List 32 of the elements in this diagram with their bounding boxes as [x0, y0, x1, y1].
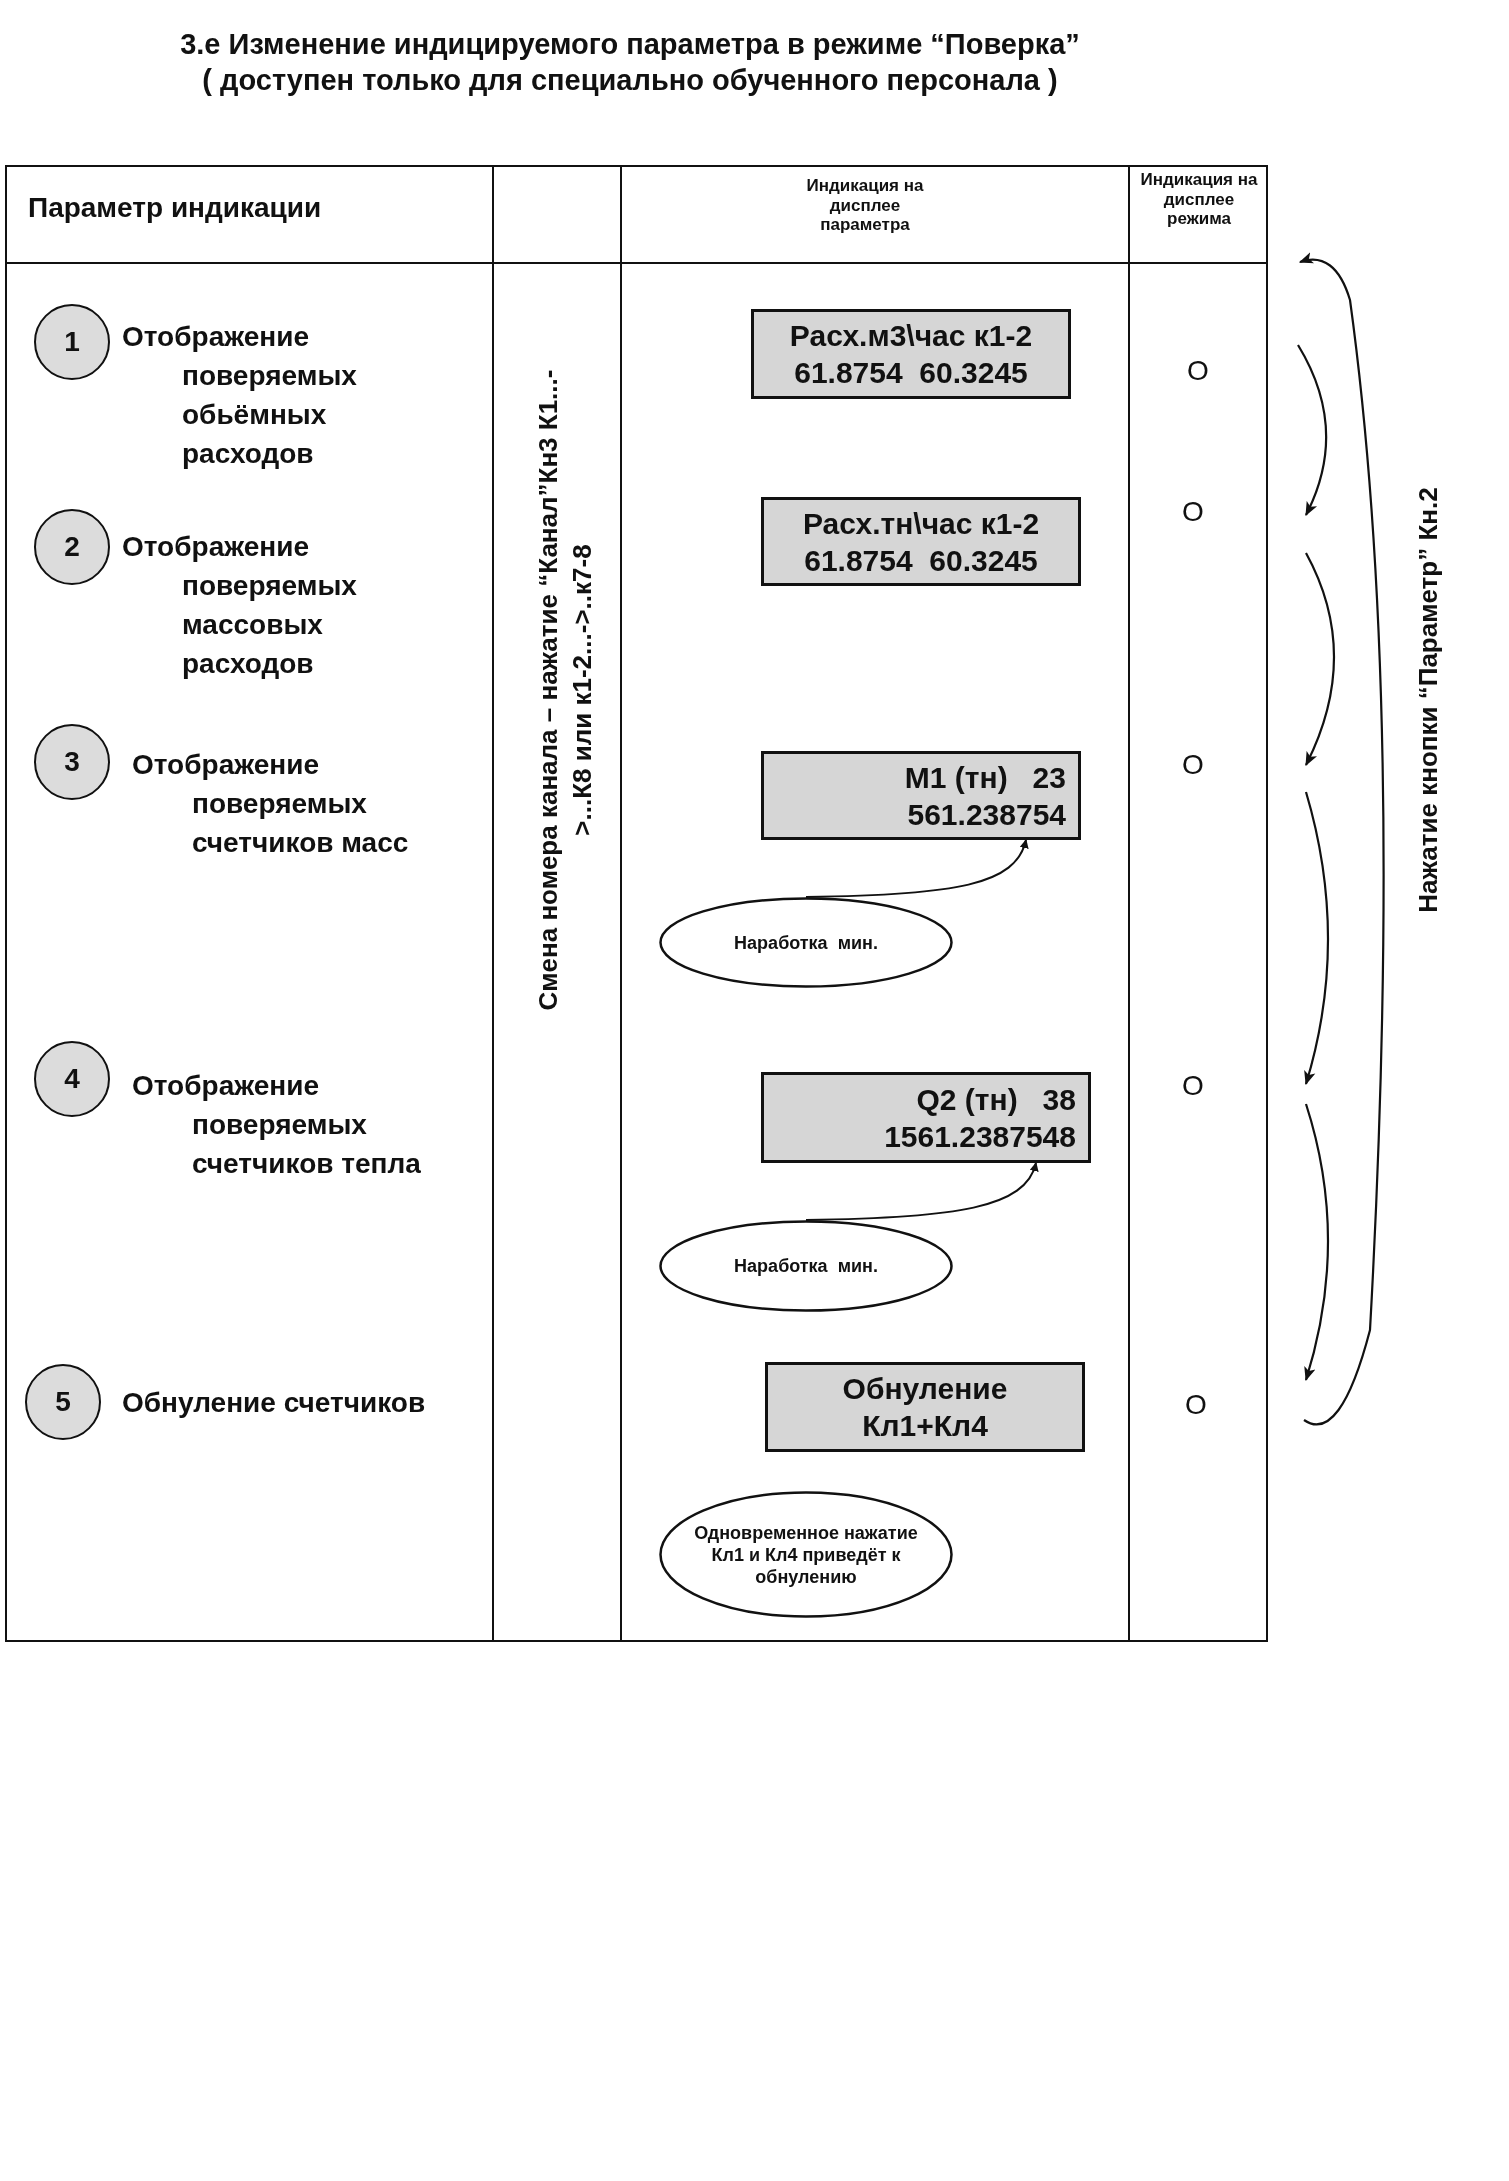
- leader-line: [805, 1162, 1038, 1221]
- step-description: Отображение поверяемых счетчиков тепла: [132, 1069, 422, 1181]
- step-description: Отображение поверяемых обьёмных расходов: [122, 320, 358, 471]
- display-screen: Обнуление Кл1+Кл4: [765, 1362, 1085, 1452]
- note-ellipse: Наработка мин.: [659, 897, 953, 988]
- step-number-circle: 2: [34, 509, 110, 585]
- mode-indicator: O: [1178, 497, 1208, 527]
- vertical-note: Нажатие кнопки “Параметр” Кн.2: [1412, 486, 1444, 915]
- step-number-circle: 5: [25, 1364, 101, 1440]
- leader-line: [805, 839, 1028, 898]
- display-screen: M1 (тн) 23 561.238754: [761, 751, 1081, 840]
- display-screen: Расх.м3\час к1-2 61.8754 60.3245: [751, 309, 1071, 399]
- step-number-circle: 3: [34, 724, 110, 800]
- column-header: Параметр индикации: [28, 192, 323, 225]
- step-number-circle: 1: [34, 304, 110, 380]
- mode-indicator: O: [1183, 356, 1213, 386]
- title: 3.е Изменение индицируемого параметра в режиме “Поверка”: [179, 27, 1081, 62]
- mode-indicator: O: [1181, 1390, 1211, 1420]
- step-number-circle: 4: [34, 1041, 110, 1117]
- step-description: Отображение поверяемых массовых расходов: [122, 530, 358, 681]
- column-header: Индикация на дисплее параметра: [805, 176, 925, 235]
- column-header: Индикация на дисплее режима: [1139, 170, 1259, 229]
- note-ellipse: Одновременное нажатие Кл1 и Кл4 приведёт к обнулению: [659, 1491, 953, 1618]
- mode-indicator: O: [1178, 1071, 1208, 1101]
- display-screen: Расх.тн\час к1-2 61.8754 60.3245: [761, 497, 1081, 586]
- vertical-note: Смена номера канала – нажатие “Канал”Кн3 К1...->...К8 или к1-2...->..к7-8: [532, 368, 598, 1013]
- step-description: Отображение поверяемых счетчиков масс: [132, 748, 410, 860]
- step-description: Обнуление счетчиков: [122, 1386, 427, 1420]
- subtitle: ( доступен только для специально обученного персонала ): [201, 63, 1059, 98]
- display-screen: Q2 (тн) 38 1561.2387548: [761, 1072, 1091, 1163]
- mode-indicator: O: [1178, 750, 1208, 780]
- note-ellipse: Наработка мин.: [659, 1220, 953, 1312]
